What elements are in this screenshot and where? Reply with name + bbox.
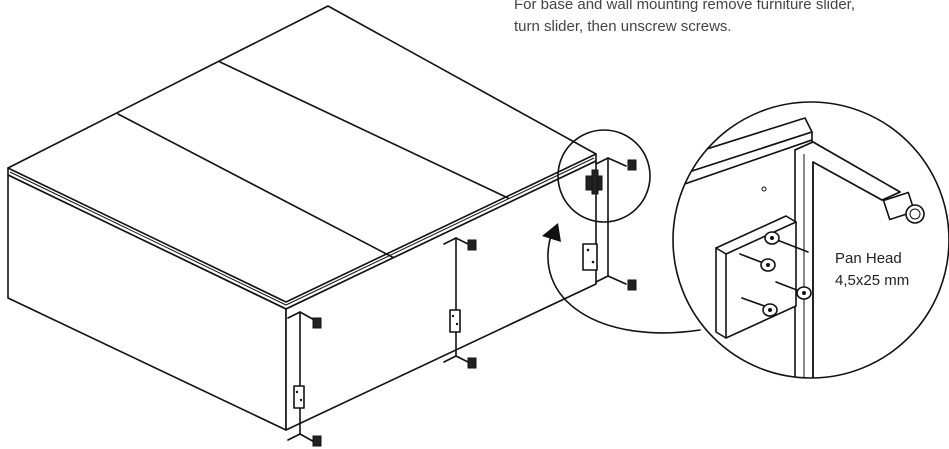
highlight-circle: [557, 129, 651, 223]
leg-frame-middle: [443, 237, 477, 369]
instruction-line-1: For base and wall mounting remove furnit…: [514, 0, 856, 13]
top-seam-1: [117, 113, 399, 261]
screw-bottom-left: [741, 297, 778, 317]
instruction-line-2: turn slider, then unscrew screws.: [514, 18, 732, 35]
screw-top-right: [764, 231, 809, 253]
cabinet-unit: [7, 5, 597, 431]
pointer-arrow: [542, 223, 701, 334]
leg-frame-front: [287, 311, 322, 447]
screw-top-left: [739, 253, 776, 272]
instruction-text: For base and wall mounting remove furnit…: [514, 0, 944, 38]
top-seam-2: [219, 61, 509, 199]
screw-type: Pan Head: [835, 250, 902, 267]
screw-spec-label: Pan Head 4,5x25 mm: [835, 248, 909, 292]
screw-size: 4,5x25 mm: [835, 272, 910, 289]
screw-bottom-right: [775, 281, 812, 300]
leg-frame-back: [582, 157, 637, 291]
